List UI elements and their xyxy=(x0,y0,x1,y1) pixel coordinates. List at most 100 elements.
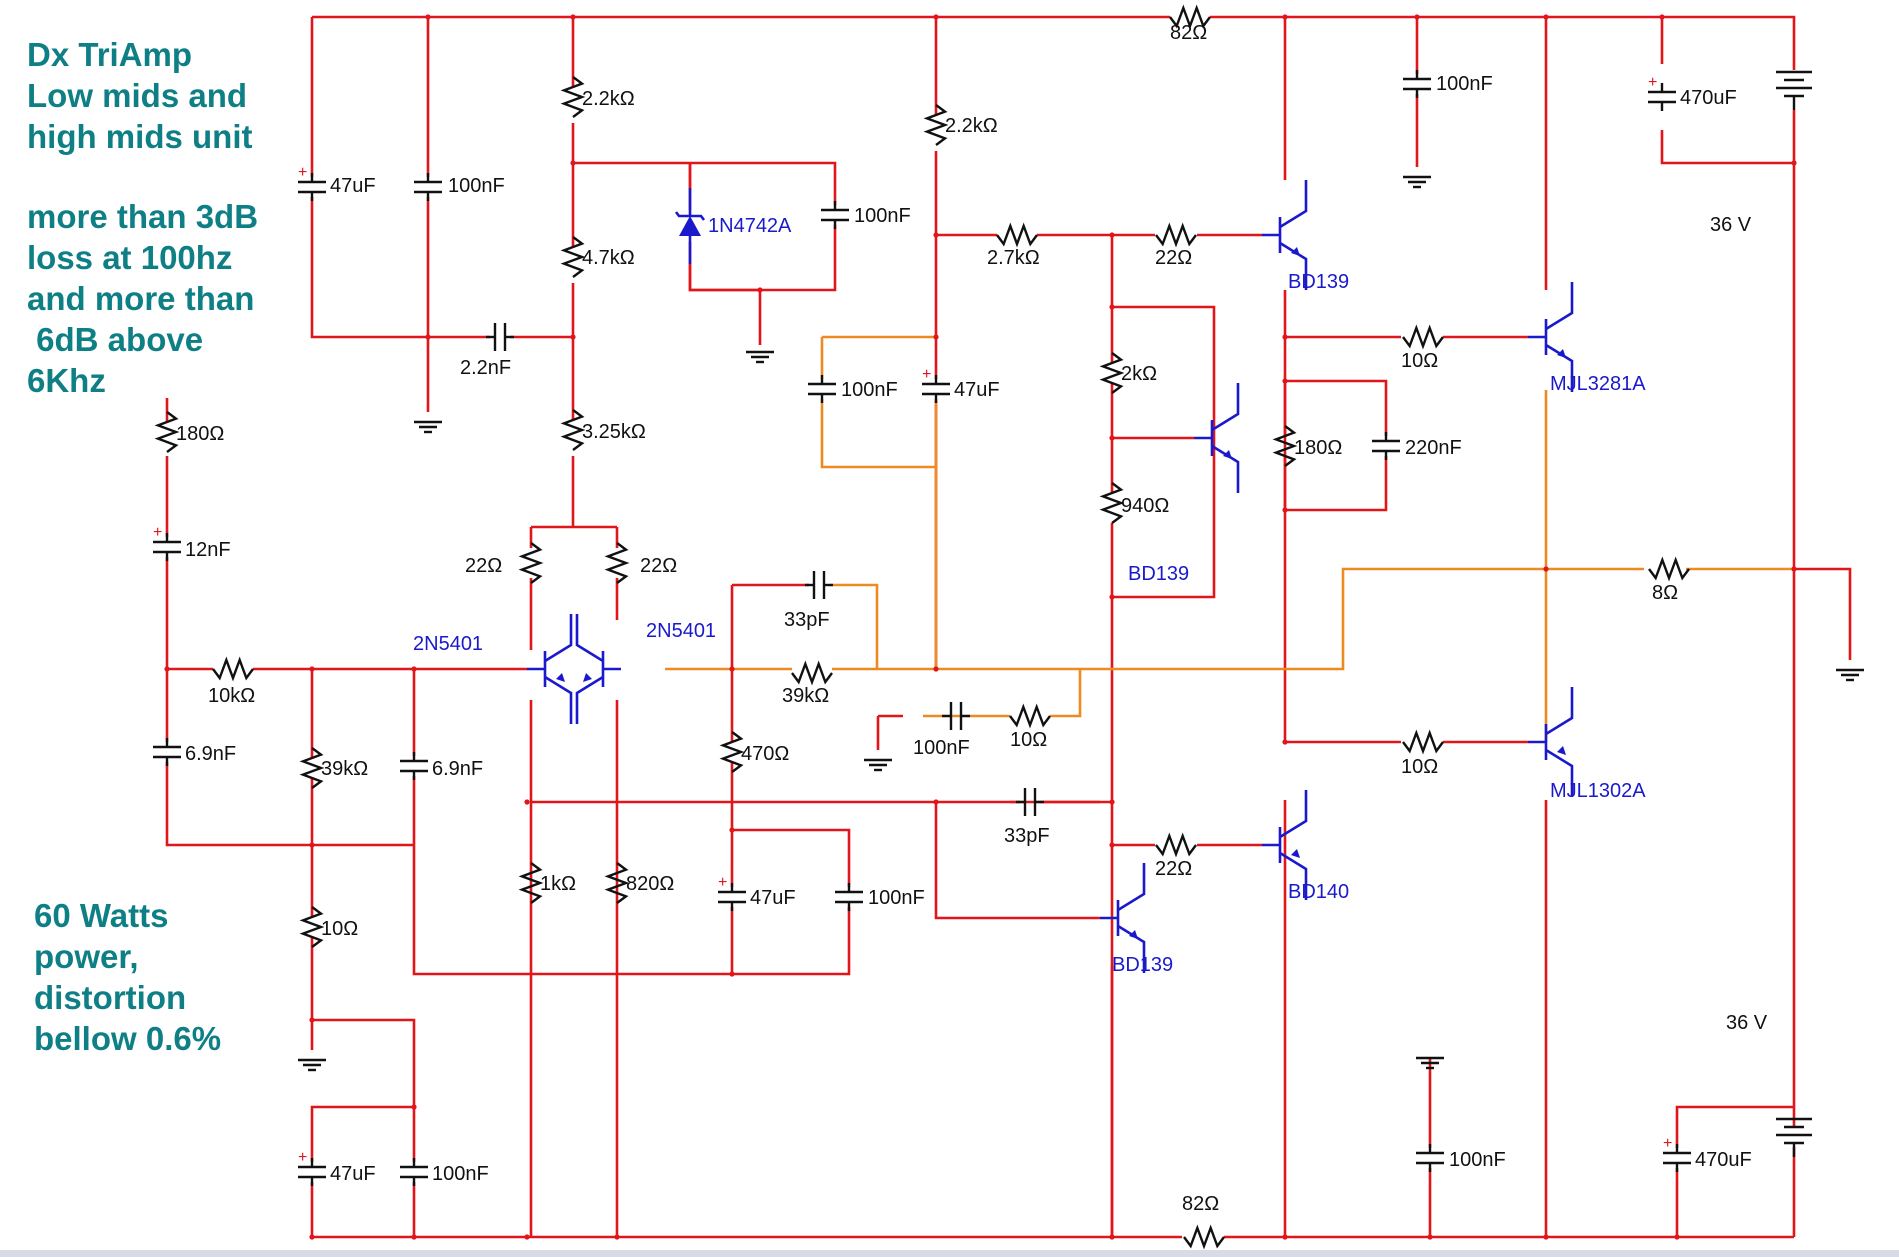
semiconductor-q-driver-top xyxy=(1262,180,1308,290)
junction-dot xyxy=(933,14,939,20)
emitter-arrow xyxy=(1223,450,1232,459)
resistor-label-r-39k-fb: 39kΩ xyxy=(782,685,829,707)
resistor-r-39k-fb xyxy=(791,660,833,686)
polarity-mark: + xyxy=(1648,74,1657,91)
resistor-r-2k xyxy=(1099,352,1125,394)
capacitor-label-c-470u-top: 470uF xyxy=(1680,87,1737,109)
resistor-symbol xyxy=(1009,703,1051,729)
polarity-mark: + xyxy=(718,874,727,891)
junction-dot xyxy=(1109,842,1115,848)
capacitor-c-100n-vas xyxy=(808,375,836,403)
semiconductor-label-q-vbe: BD139 xyxy=(1128,563,1189,585)
wire-red-18 xyxy=(529,525,619,650)
junction-dot xyxy=(164,666,170,672)
junction-dot xyxy=(1282,378,1288,384)
wire-output-4 xyxy=(1050,669,1082,718)
junction-dot xyxy=(309,1234,315,1240)
semiconductor-label-q-driver-bottom: BD140 xyxy=(1288,881,1349,903)
emitter-arrow xyxy=(1291,247,1300,256)
emitter-arrow xyxy=(1129,930,1138,939)
collector-lead xyxy=(575,614,604,663)
emitter-arrow xyxy=(1291,849,1300,858)
resistor-r-1k xyxy=(518,862,544,904)
emitter-lead xyxy=(1545,748,1574,797)
capacitor-label-c-100n-bottom: 100nF xyxy=(432,1163,489,1185)
capacitor-c-33p-bottom xyxy=(1016,788,1044,816)
battery-icon xyxy=(1776,1117,1812,1157)
resistor-r-82-bottom xyxy=(1183,1224,1225,1250)
junction-dot xyxy=(729,666,735,672)
capacitor-label-c-220n: 220nF xyxy=(1405,437,1462,459)
capacitor-label-c-100n-zener: 100nF xyxy=(854,205,911,227)
resistor-r-470 xyxy=(719,731,745,773)
supply-label-bottom: 36 V xyxy=(1726,1012,1768,1034)
polarity-mark: + xyxy=(298,164,307,181)
junction-dot xyxy=(1109,232,1115,238)
capacitor-c-100n-rail-top xyxy=(1403,70,1431,98)
capacitor-c-100n-zener xyxy=(821,201,849,229)
junction-dot xyxy=(524,799,530,805)
resistor-symbol xyxy=(560,76,586,118)
resistor-label-r-820: 820Ω xyxy=(626,873,674,895)
wire-zener xyxy=(688,163,760,292)
resistor-r-10-bottom xyxy=(1402,729,1444,755)
resistor-r-22-driver xyxy=(1155,222,1197,248)
capacitor-label-c-12n: 12nF xyxy=(185,539,231,561)
resistor-symbol xyxy=(791,660,833,686)
semiconductor-label-q-vas: BD139 xyxy=(1112,954,1173,976)
junction-dot xyxy=(1282,14,1288,20)
wire-red-20 xyxy=(730,583,809,830)
semiconductor-q-driver-bottom xyxy=(1262,790,1308,900)
junction-dot xyxy=(1427,1234,1433,1240)
capacitor-c-6n9-a xyxy=(153,738,181,766)
semiconductor-d-zener xyxy=(674,188,706,264)
junction-dot xyxy=(309,842,315,848)
junction-dot xyxy=(1543,566,1549,572)
junction-dot xyxy=(425,14,431,20)
capacitor-label-c-470u-bottom: 470uF xyxy=(1695,1149,1752,1171)
junction-dot xyxy=(933,666,939,672)
emitter-lead xyxy=(1279,851,1308,900)
junction-dot xyxy=(933,334,939,340)
resistor-label-r-2k7: 2.7kΩ xyxy=(987,247,1040,269)
note-response-line-3: and more than xyxy=(27,280,255,317)
junction-dot xyxy=(1109,435,1115,441)
polarity-mark: + xyxy=(1663,1135,1672,1152)
collector-lead xyxy=(1279,180,1308,229)
junction-dot xyxy=(1109,799,1115,805)
junction-dot xyxy=(411,1234,417,1240)
resistor-r-8-load xyxy=(1648,556,1690,582)
resistor-r-4k7 xyxy=(560,236,586,278)
polarity-mark: + xyxy=(298,1149,307,1166)
emitter-arrow xyxy=(556,673,565,682)
semiconductor-label-d-zener: 1N4742A xyxy=(708,215,792,237)
resistor-r-10-zobel xyxy=(1009,703,1051,729)
emitter-arrow xyxy=(583,673,592,682)
emitter-lead xyxy=(544,675,573,724)
semiconductor-q-vbe xyxy=(1194,383,1240,493)
resistor-symbol xyxy=(719,731,745,773)
resistor-label-r-82-bottom: 82Ω xyxy=(1182,1193,1219,1215)
diode-symbol xyxy=(679,216,701,236)
resistor-label-r-940: 940Ω xyxy=(1121,495,1169,517)
resistor-r-10-gnd xyxy=(299,906,325,948)
capacitor-c-100n-fb xyxy=(835,883,863,911)
wire-red-23 xyxy=(934,800,1112,920)
capacitor-label-c-6n9-a: 6.9nF xyxy=(185,743,236,765)
resistor-symbol xyxy=(1099,352,1125,394)
resistor-label-r-10-bottom: 10Ω xyxy=(1401,756,1438,778)
resistor-label-r-22-left: 22Ω xyxy=(465,555,502,577)
capacitor-label-c-47u-fb: 47uF xyxy=(750,887,796,909)
note-power-line-4: bellow 0.6% xyxy=(34,1020,222,1057)
capacitor-c-2n2 xyxy=(486,323,514,351)
semiconductor-q-ltp-right xyxy=(575,614,621,724)
junction-dot xyxy=(757,287,763,293)
resistor-symbol xyxy=(604,862,630,904)
wire-red-19 xyxy=(529,700,1100,1237)
note-response-line-4: 6dB above xyxy=(27,321,204,358)
collector-lead xyxy=(1279,790,1308,839)
capacitor-label-c-100n-rail-top: 100nF xyxy=(1436,73,1493,95)
resistor-label-r-22-bottom: 22Ω xyxy=(1155,858,1192,880)
components: +++++++ xyxy=(153,4,1864,1250)
junction-dot xyxy=(411,666,417,672)
